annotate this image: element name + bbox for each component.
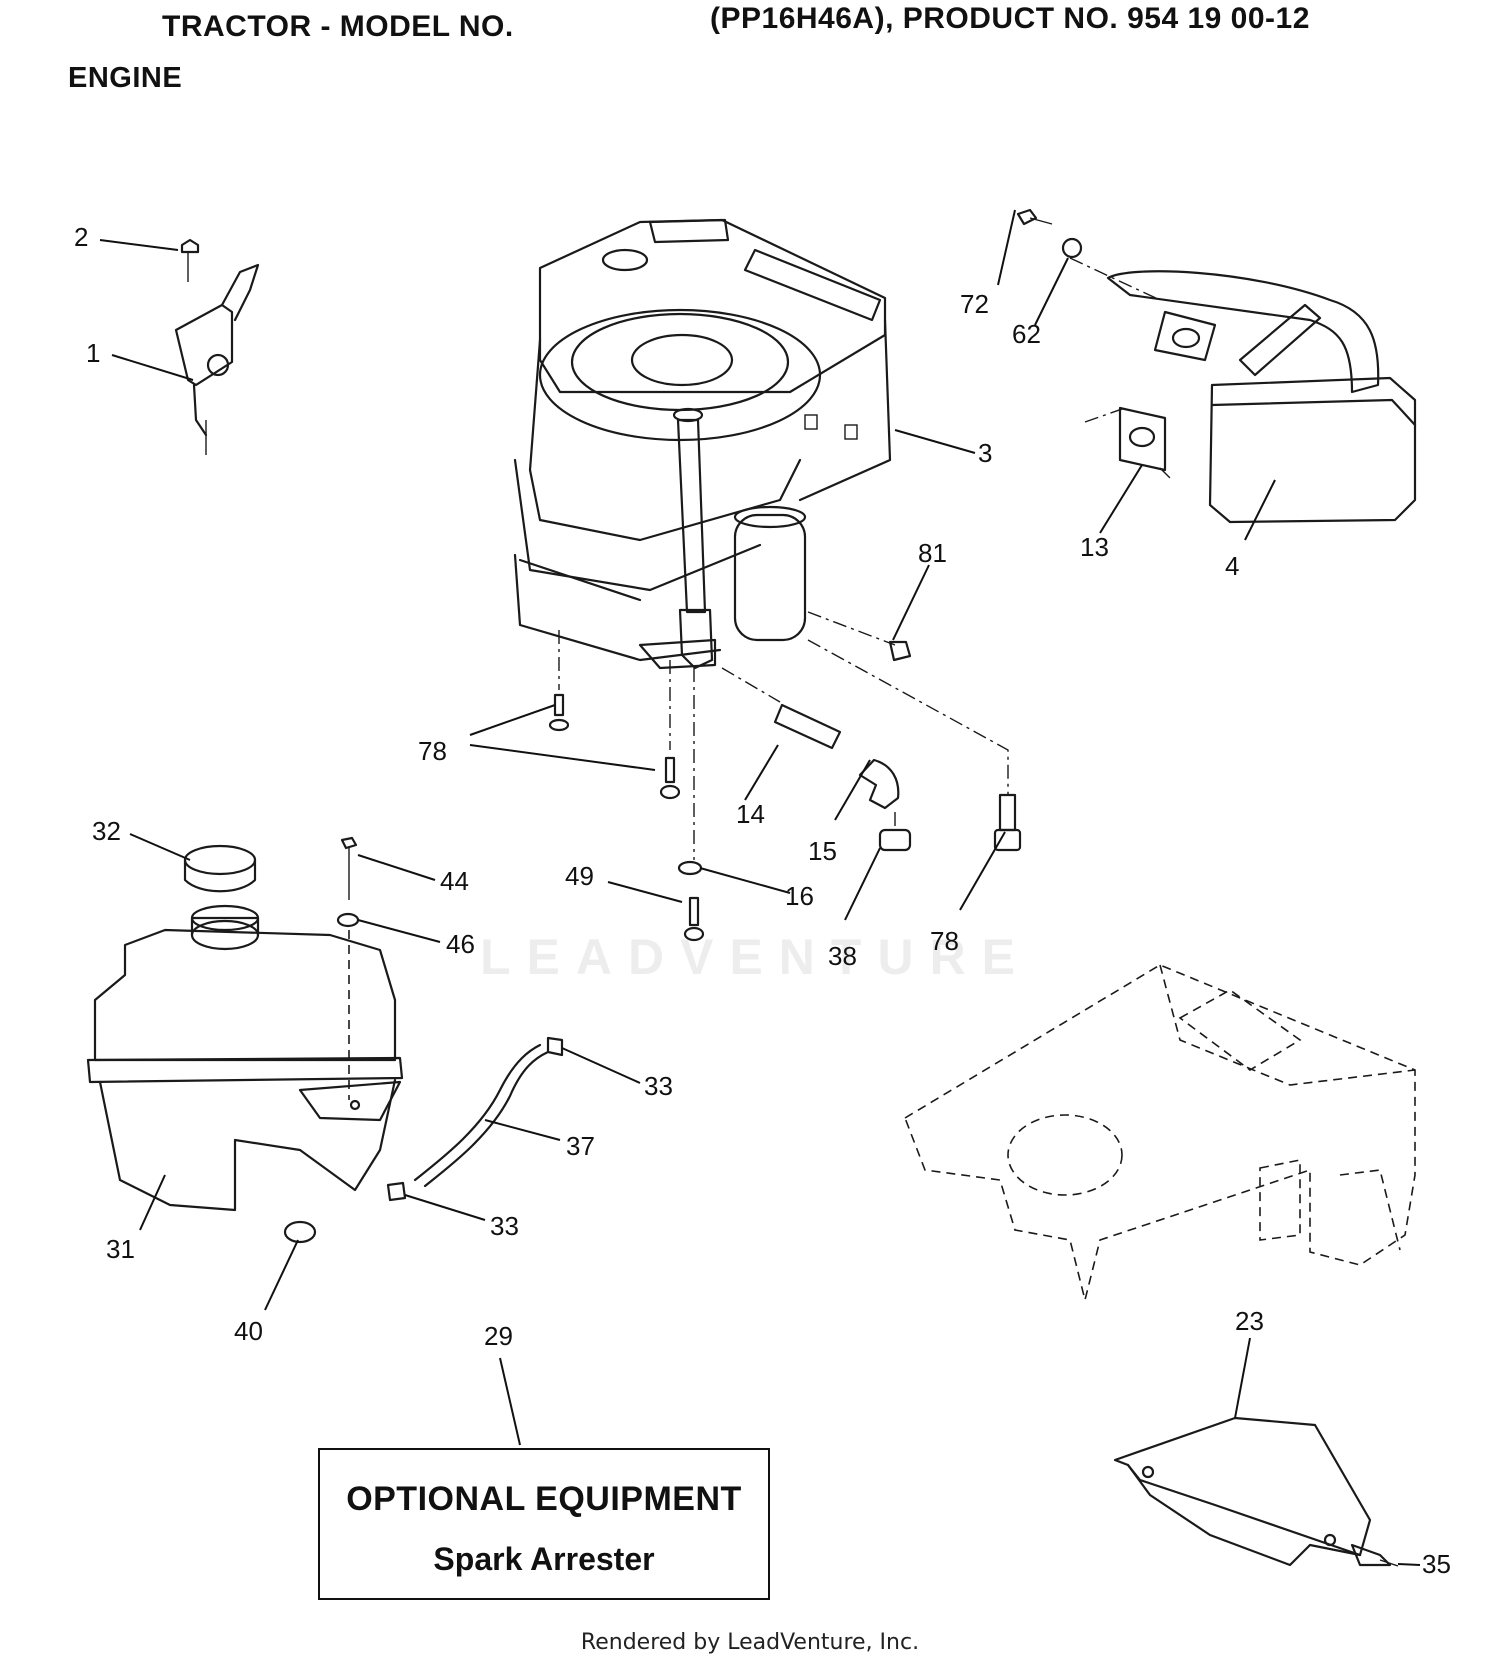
callout-78-right: 78 bbox=[930, 926, 959, 956]
footer-credit: Rendered by LeadVenture, Inc. bbox=[580, 1630, 920, 1655]
callout-15: 15 bbox=[808, 836, 837, 866]
tractor-frame bbox=[904, 964, 1416, 1301]
callout-2: 2 bbox=[74, 222, 88, 252]
product-info: (PP16H46A), PRODUCT NO. 954 19 00-12 bbox=[710, 2, 1310, 35]
watermark: LEADVENTURE bbox=[480, 929, 1032, 985]
callout-35: 35 bbox=[1422, 1549, 1451, 1579]
callout-62: 62 bbox=[1012, 319, 1041, 349]
optional-equipment-box: OPTIONAL EQUIPMENT Spark Arrester bbox=[318, 1448, 770, 1600]
callout-1: 1 bbox=[86, 338, 100, 368]
callout-33-upper: 33 bbox=[644, 1071, 673, 1101]
callout-13: 13 bbox=[1080, 532, 1109, 562]
callout-72: 72 bbox=[960, 289, 989, 319]
callout-4: 4 bbox=[1225, 551, 1239, 581]
throttle-control bbox=[174, 238, 260, 455]
engine-hardware bbox=[548, 611, 1022, 942]
callout-33-lower: 33 bbox=[490, 1211, 519, 1241]
model-title: TRACTOR - MODEL NO. bbox=[162, 10, 514, 43]
heat-shield bbox=[1113, 1416, 1399, 1567]
engine bbox=[513, 218, 892, 670]
section-title: ENGINE bbox=[68, 62, 183, 94]
spark-arrester-label: Spark Arrester bbox=[433, 1541, 655, 1577]
callout-31: 31 bbox=[106, 1234, 135, 1264]
callout-38: 38 bbox=[828, 941, 857, 971]
callout-16: 16 bbox=[785, 881, 814, 911]
callout-14: 14 bbox=[736, 799, 765, 829]
callout-46: 46 bbox=[446, 929, 475, 959]
callout-3: 3 bbox=[978, 438, 992, 468]
optional-equipment-title: OPTIONAL EQUIPMENT bbox=[346, 1480, 742, 1518]
callout-44: 44 bbox=[440, 866, 469, 896]
callout-37: 37 bbox=[566, 1131, 595, 1161]
fuel-tank bbox=[86, 836, 564, 1244]
leader-lines bbox=[99, 209, 1421, 1566]
callout-32: 32 bbox=[92, 816, 121, 846]
callout-78-left: 78 bbox=[418, 736, 447, 766]
callout-49: 49 bbox=[565, 861, 594, 891]
callout-23: 23 bbox=[1235, 1306, 1264, 1336]
muffler bbox=[1016, 208, 1417, 524]
callout-81: 81 bbox=[918, 538, 947, 568]
callout-40: 40 bbox=[234, 1316, 263, 1346]
callout-29: 29 bbox=[484, 1321, 513, 1351]
